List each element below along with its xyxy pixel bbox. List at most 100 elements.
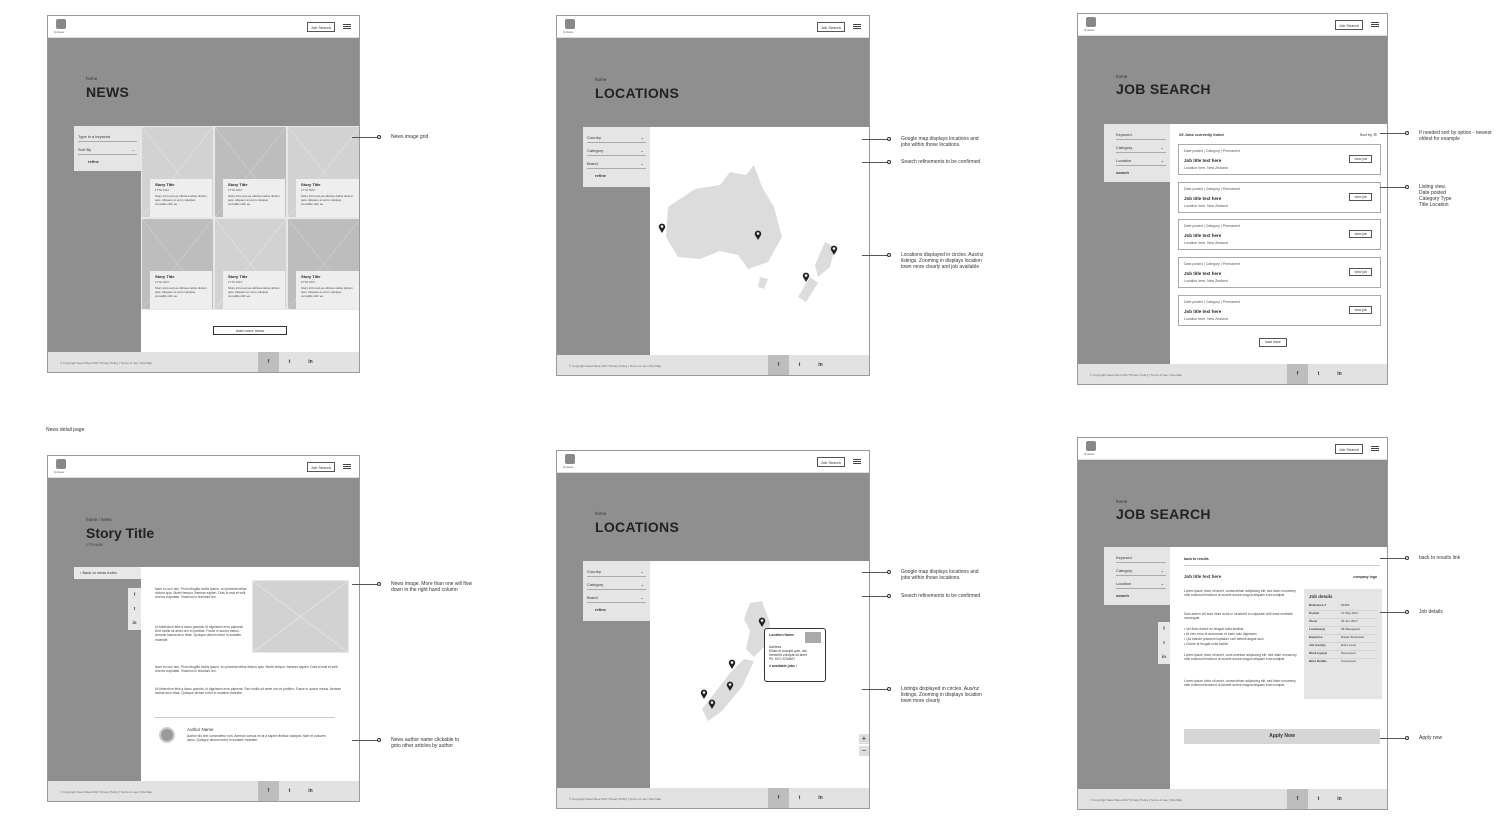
menu-icon[interactable] [1371, 22, 1379, 23]
twitter-icon[interactable]: t [1163, 640, 1165, 645]
location-pin-icon[interactable] [700, 689, 708, 699]
menu-icon[interactable] [343, 464, 351, 465]
job-search-button[interactable]: Job Search [1334, 20, 1363, 30]
twitter-icon[interactable]: t [798, 795, 801, 801]
avatar[interactable] [159, 727, 175, 743]
popup-jobs-link[interactable]: # available jobs › [769, 664, 821, 668]
logo[interactable] [565, 454, 575, 464]
map[interactable]: Location Name Address Etiam et suscipit … [650, 561, 869, 790]
facebook-icon[interactable]: f [258, 352, 279, 372]
brand-select[interactable]: Brand⌄ [587, 159, 646, 169]
logo[interactable] [565, 19, 575, 29]
breadcrumb[interactable]: home [595, 77, 607, 82]
location-select[interactable]: Location⌄ [1116, 579, 1166, 589]
brand-select[interactable]: Brand⌄ [587, 593, 646, 603]
category-select[interactable]: Category⌄ [587, 580, 646, 590]
country-select[interactable]: Country⌄ [587, 133, 646, 143]
facebook-icon[interactable]: f [1163, 626, 1165, 631]
search-button[interactable]: search [1116, 170, 1129, 175]
breadcrumb[interactable]: home [86, 76, 98, 81]
facebook-icon[interactable]: f [768, 788, 789, 808]
news-image[interactable] [252, 580, 349, 653]
logo[interactable] [1086, 441, 1096, 451]
job-search-button[interactable]: Job Search [816, 22, 845, 32]
refine-button[interactable]: refine [595, 173, 606, 178]
view-job-button[interactable]: view job [1349, 155, 1372, 163]
menu-icon[interactable] [343, 24, 351, 25]
keyword-input[interactable]: Keyword [1116, 130, 1166, 140]
zoom-out-button[interactable]: − [859, 746, 869, 756]
author-name[interactable]: Author Name [187, 727, 214, 732]
twitter-icon[interactable]: t [288, 359, 291, 365]
category-select[interactable]: Category⌄ [1116, 143, 1166, 153]
load-more-button[interactable]: load more [1259, 338, 1287, 347]
search-button[interactable]: search [1116, 593, 1129, 598]
load-more-button[interactable]: load more news [213, 326, 287, 335]
view-job-button[interactable]: view job [1349, 306, 1372, 314]
menu-icon[interactable] [853, 24, 861, 25]
breadcrumb[interactable]: home [1116, 499, 1128, 504]
twitter-icon[interactable]: t [798, 362, 801, 368]
apply-now-button[interactable]: Apply Now [1184, 729, 1380, 744]
refine-button[interactable]: refine [595, 607, 606, 612]
linkedin-icon[interactable]: in [1162, 654, 1166, 659]
breadcrumb[interactable]: home [595, 511, 607, 516]
location-pin-icon[interactable] [802, 272, 810, 282]
linkedin-icon[interactable]: in [308, 788, 313, 794]
country-select[interactable]: Country⌄ [587, 567, 646, 577]
zoom-in-button[interactable]: + [859, 734, 869, 744]
logo[interactable] [56, 19, 66, 29]
location-popup[interactable]: Location Name Address Etiam et suscipit … [764, 628, 826, 682]
location-pin-icon[interactable] [754, 230, 762, 240]
twitter-icon[interactable]: t [288, 788, 291, 794]
linkedin-icon[interactable]: in [1337, 371, 1342, 377]
view-job-button[interactable]: view job [1349, 268, 1372, 276]
twitter-icon[interactable]: t [1317, 371, 1320, 377]
job-search-button[interactable]: Job Search [306, 22, 335, 32]
facebook-icon[interactable]: f [1287, 364, 1308, 384]
sort-select[interactable]: Sort By⌄ [78, 145, 137, 155]
location-pin-icon[interactable] [726, 681, 734, 691]
logo[interactable] [56, 459, 66, 469]
linkedin-icon[interactable]: in [308, 359, 313, 365]
refine-button[interactable]: refine [88, 159, 99, 164]
back-to-news-button[interactable]: ‹ Back to news index [74, 567, 141, 579]
facebook-icon[interactable]: f [768, 355, 789, 375]
job-search-button[interactable]: Job Search [306, 462, 335, 472]
location-select[interactable]: Location⌄ [1116, 156, 1166, 166]
view-job-button[interactable]: view job [1349, 230, 1372, 238]
facebook-icon[interactable]: f [258, 781, 279, 801]
linkedin-icon[interactable]: in [132, 620, 137, 625]
menu-icon[interactable] [853, 459, 861, 460]
location-pin-icon[interactable] [708, 699, 716, 709]
category-select[interactable]: Category⌄ [587, 146, 646, 156]
breadcrumb[interactable]: home / news [86, 517, 112, 522]
twitter-icon[interactable]: t [1317, 796, 1320, 802]
linkedin-icon[interactable]: in [818, 795, 823, 801]
linkedin-icon[interactable]: in [1337, 796, 1342, 802]
twitter-icon[interactable]: t [133, 606, 136, 611]
facebook-icon[interactable]: f [133, 592, 136, 597]
breadcrumb[interactable]: home [1116, 74, 1128, 79]
job-search-button[interactable]: Job Search [816, 457, 845, 467]
map[interactable] [650, 127, 869, 357]
keyword-input[interactable]: Keyword [1116, 553, 1166, 563]
location-pin-icon[interactable] [830, 245, 838, 255]
view-job-button[interactable]: view job [1349, 193, 1372, 201]
back-to-results-link[interactable]: back to results [1184, 557, 1209, 561]
sort-button[interactable]: Sort by ☰ [1360, 132, 1377, 137]
location-pin-icon[interactable] [758, 617, 766, 627]
menu-icon[interactable] [1371, 446, 1379, 447]
location-pin-icon[interactable] [658, 223, 666, 233]
category-select[interactable]: Category⌄ [1116, 566, 1166, 576]
linkedin-icon[interactable]: in [818, 362, 823, 368]
